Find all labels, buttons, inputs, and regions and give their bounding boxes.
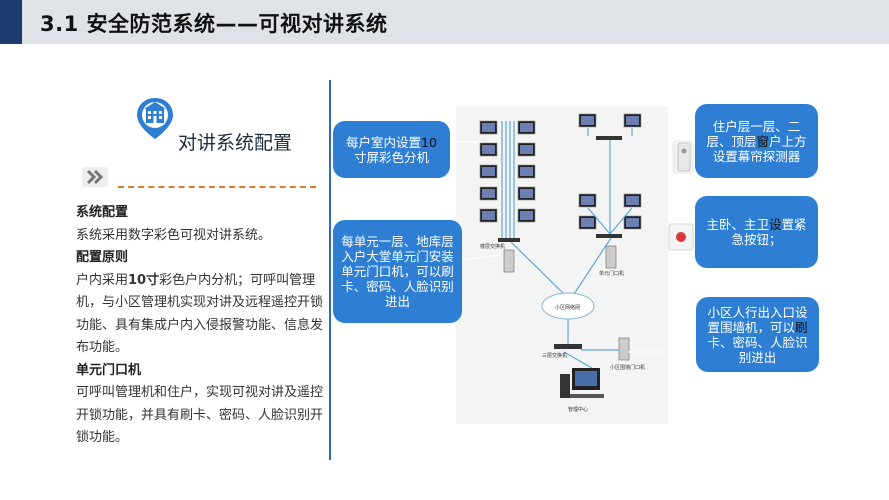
label-core-switch: 三层交换机 <box>542 353 568 359</box>
callout-emergency-button-text-b: 设 <box>768 217 782 232</box>
intercom-network-diagram: 楼层交换机 单元门口机 小区网络网 三层交换机 小区围墙门口机 管理中心 <box>456 106 668 424</box>
callout-curtain-detector-text-c: 户上方设置幕帘探测器 <box>712 133 807 164</box>
callout-indoor-monitor: 每户室内设置10寸屏彩色分机 <box>333 121 450 178</box>
label-floor-switch: 楼层交换机 <box>480 244 506 250</box>
heading-config-principle: 配置原则 <box>76 250 129 265</box>
callout-indoor-monitor-text: 每户室内设置10寸屏彩色分机 <box>341 135 442 165</box>
text-door-unit: 可呼叫管理机和住户，实现可视对讲及遥控开锁功能，并具有刷卡、密码、人脸识别开锁功… <box>76 385 324 445</box>
callout-wall-unit-text-b: 刷 <box>795 319 808 335</box>
callout-indoor-monitor-text-c: 寸屏彩色分机 <box>353 149 429 165</box>
heading-door-unit: 单元门口机 <box>76 362 142 378</box>
callout-unit-door-station-text: 每单元一层、地库层入户大堂单元门安装单元门口机，可以刷卡、密码、人脸识别进出 <box>341 234 454 309</box>
section-heading: 对讲系统配置 <box>178 132 293 154</box>
callout-wall-unit: 小区人行出入口设置围墙机，可以刷卡、密码、人脸识别进出 <box>696 297 819 372</box>
callout-curtain-detector-text-a: 住户层一层、二层、顶层 <box>706 118 801 149</box>
text-config-principle: 户内采用10寸彩色户内分机；可呼叫管理机，与小区管理机实现对讲及远程遥控开锁功能… <box>76 270 326 360</box>
callout-wall-unit-text: 小区人行出入口设置围墙机，可以刷卡、密码、人脸识别进出 <box>704 305 811 365</box>
text-principle-bold: 10寸 <box>128 272 160 288</box>
page-title: 3.1 安全防范系统——可视对讲系统 <box>40 12 388 36</box>
building-icon <box>137 98 173 139</box>
emergency-button-image <box>668 223 694 251</box>
callout-emergency-button-text: 主卧、主卫设置紧急按钮； <box>703 217 810 247</box>
heading-system-config: 系统配置 <box>76 205 129 220</box>
title-bar: 3.1 安全防范系统——可视对讲系统 <box>0 0 889 44</box>
diagram-drawing <box>479 113 642 398</box>
callout-emergency-button-text-c: 置紧急按钮； <box>731 217 807 247</box>
callout-emergency-button-text-a: 主卧、主卫 <box>706 217 769 232</box>
vertical-divider <box>329 80 331 460</box>
callout-wall-unit-text-a: 小区人行出入口设置围墙机，可以 <box>707 304 808 335</box>
callout-curtain-detector: 住户层一层、二层、顶层窗户上方设置幕帘探测器 <box>695 104 818 178</box>
config-description: 系统配置 系统采用数字彩色可视对讲系统。 配置原则 户内采用10寸彩色户内分机；… <box>76 202 326 450</box>
callout-curtain-detector-text-b: 窗 <box>756 133 769 149</box>
text-principle-rest: 彩色户内分机；可呼叫管理机，与小区管理机实现对讲及远程遥控开锁功能、具有集成户内… <box>76 272 324 356</box>
callout-wall-unit-text-c: 卡、密码、人脸识别进出 <box>707 334 808 365</box>
text-principle-prefix: 户内采用 <box>76 272 129 288</box>
text-system-config: 系统采用数字彩色可视对讲系统。 <box>76 227 272 243</box>
callout-emergency-button: 主卧、主卫设置紧急按钮； <box>695 196 818 268</box>
callout-unit-door-station: 每单元一层、地库层入户大堂单元门安装单元门口机，可以刷卡、密码、人脸识别进出 <box>333 220 462 323</box>
curtain-detector-image <box>672 140 694 174</box>
dashed-separator <box>118 186 316 188</box>
label-unit-door: 单元门口机 <box>599 271 625 277</box>
callout-indoor-monitor-text-b: 10 <box>421 134 437 150</box>
label-community-network: 小区网络网 <box>555 305 581 311</box>
callout-indoor-monitor-text-a: 每户室内设置 <box>346 134 422 150</box>
label-wall-unit: 小区围墙门口机 <box>610 365 646 371</box>
title-accent-bar <box>0 0 22 44</box>
double-chevron-icon <box>82 167 108 187</box>
callout-curtain-detector-text: 住户层一层、二层、顶层窗户上方设置幕帘探测器 <box>703 119 810 164</box>
label-management-center: 管理中心 <box>568 407 589 413</box>
